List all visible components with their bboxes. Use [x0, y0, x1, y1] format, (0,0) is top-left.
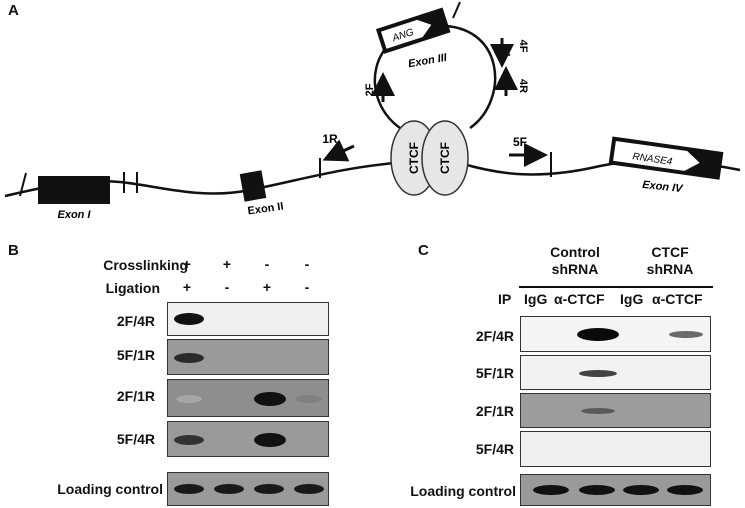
b-gel-2f4r-band-lane1 — [174, 313, 204, 325]
b-crosslinking-lane3: - — [264, 256, 270, 272]
c-row-5f4r-label: 5F/4R — [475, 441, 514, 457]
c-group-control-shrna: Control shRNA — [550, 244, 600, 277]
primer-1r-arrow — [322, 139, 355, 162]
primer-5f-label: 5F — [513, 135, 527, 149]
b-gel-loading-band-lane4 — [294, 484, 324, 494]
exon4-box — [608, 136, 724, 180]
b-gel-loading-band-lane2 — [214, 484, 244, 494]
b-gel-2f1r-band-lane4 — [296, 395, 322, 403]
ctcf-label-1: CTCF — [407, 142, 421, 174]
c-row-2f1r-label: 2F/1R — [475, 403, 514, 419]
b-gel-loading — [167, 472, 329, 506]
c-lane1-label: IgG — [524, 291, 548, 307]
c-gel-loading-band-lane1 — [533, 485, 569, 495]
b-gel-5f1r-band-lane1 — [174, 353, 204, 363]
exon3-label: Exon III — [407, 52, 449, 71]
b-gel-2f1r-band-lane3 — [254, 392, 286, 406]
exon1-label: Exon I — [57, 209, 91, 221]
c-row-5f1r-label: 5F/1R — [475, 365, 514, 381]
c-gel-loading — [520, 474, 711, 506]
c-group-ctcf-shrna: CTCF shRNA — [646, 244, 694, 277]
c-gel-2f4r — [520, 316, 711, 352]
c-gel-5f4r — [520, 431, 711, 467]
c-gel-5f1r-band-lane2 — [579, 370, 617, 377]
b-crosslinking-lane2: + — [222, 256, 232, 272]
ligation-label: Ligation — [105, 280, 160, 296]
b-ligation-lane2: - — [224, 279, 230, 295]
c-gel-5f1r — [520, 355, 711, 390]
exon2-label: Exon II — [247, 201, 284, 218]
c-group-ctcf-underline — [619, 286, 713, 288]
b-gel-5f4r — [167, 421, 329, 457]
crosslinking-label: Crosslinking — [103, 257, 188, 273]
ctcf-label-2: CTCF — [438, 142, 452, 174]
exon2-box — [239, 170, 267, 202]
c-row-2f4r-label: 2F/4R — [475, 328, 514, 344]
b-row-loading-label: Loading control — [57, 481, 163, 497]
c-gel-loading-band-lane4 — [667, 485, 703, 495]
b-row-5f1r-label: 5F/1R — [116, 347, 155, 363]
panel-b-letter: B — [8, 242, 19, 259]
exon3-box — [375, 7, 451, 54]
panel-a-letter: A — [8, 2, 19, 19]
c-group-control-underline — [519, 286, 621, 288]
primer-4r-label: 4R — [517, 79, 529, 93]
b-row-2f4r-label: 2F/4R — [116, 313, 155, 329]
c-gel-2f1r-band-lane2 — [581, 408, 615, 414]
c-lane4-label: α-CTCF — [652, 291, 703, 307]
b-gel-2f1r — [167, 379, 329, 417]
panel-c-letter: C — [418, 242, 429, 259]
primer-2f-label: 2F — [364, 83, 376, 96]
c-gel-2f1r — [520, 393, 711, 428]
b-gel-2f1r-band-lane1 — [176, 395, 202, 403]
primer-4f-label: 4F — [517, 40, 529, 53]
b-row-5f4r-label: 5F/4R — [116, 431, 155, 447]
b-ligation-lane3: + — [262, 279, 272, 295]
c-gel-loading-band-lane2 — [579, 485, 615, 495]
b-ligation-lane4: - — [304, 279, 310, 295]
exon4-label: Exon IV — [642, 179, 685, 195]
b-gel-5f4r-band-lane1 — [174, 435, 204, 445]
b-gel-5f4r-band-lane3 — [254, 433, 286, 447]
b-crosslinking-lane4: - — [304, 256, 310, 272]
chromatin-loop-diagram: Exon I Exon II Exon III Exon IV ANG RNAS… — [4, 1, 741, 221]
c-gel-2f4r-band-lane2 — [577, 328, 619, 341]
primer-1r-label: 1R — [322, 132, 338, 146]
b-gel-loading-band-lane1 — [174, 484, 204, 494]
b-gel-5f1r — [167, 339, 329, 375]
ctcf-oval-2 — [421, 120, 469, 196]
c-ip-label: IP — [498, 291, 512, 307]
b-gel-loading-band-lane3 — [254, 484, 284, 494]
exon1-box — [38, 176, 110, 204]
c-row-loading-label: Loading control — [410, 483, 516, 499]
c-gel-2f4r-band-lane4 — [669, 331, 703, 338]
b-crosslinking-lane1: + — [182, 256, 192, 272]
c-lane2-label: α-CTCF — [554, 291, 605, 307]
b-row-2f1r-label: 2F/1R — [116, 388, 155, 404]
c-gel-loading-band-lane3 — [623, 485, 659, 495]
b-gel-2f4r — [167, 302, 329, 336]
b-ligation-lane1: + — [182, 279, 192, 295]
c-lane3-label: IgG — [620, 291, 644, 307]
